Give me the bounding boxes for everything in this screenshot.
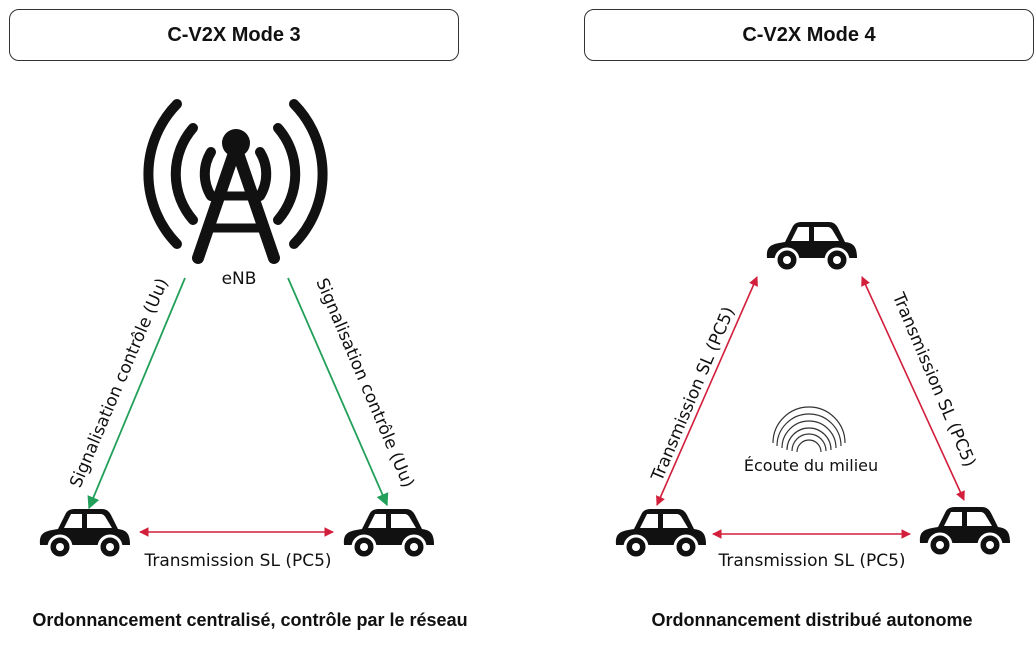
car-icon	[38, 507, 132, 560]
sidelink-mode4-right	[861, 276, 965, 501]
car-icon	[918, 505, 1012, 558]
car-icon	[765, 220, 859, 273]
control-link-left	[87, 277, 186, 510]
control-link-right-label: Signalisation contrôle (Uu)	[311, 275, 418, 490]
control-link-left-label: Signalisation contrôle (Uu)	[66, 275, 173, 490]
mode3-title: C-V2X Mode 3	[167, 23, 301, 46]
sensing-label: Écoute du milieu	[744, 456, 878, 475]
signal-waves-icon	[772, 406, 846, 453]
mode4-title-box: C-V2X Mode 4	[584, 9, 1034, 61]
mode3-caption: Ordonnancement centralisé, contrôle par …	[32, 610, 468, 630]
sidelink-mode3-label: Transmission SL (PC5)	[143, 551, 331, 571]
sidelink-mode4-left	[656, 276, 758, 506]
car-icon	[342, 507, 436, 560]
mode4-caption: Ordonnancement distribué autonome	[651, 610, 973, 630]
antenna-tower-icon	[143, 99, 328, 264]
car-icon	[614, 507, 708, 560]
sidelink-mode4-left-label: Transmission SL (PC5)	[647, 304, 739, 485]
control-link-right	[287, 277, 389, 507]
sidelink-mode4-right-label: Transmission SL (PC5)	[887, 289, 979, 470]
mode4-title: C-V2X Mode 4	[742, 23, 876, 46]
sidelink-mode4-bottom-label: Transmission SL (PC5)	[717, 551, 905, 571]
station-label: eNB	[222, 269, 257, 289]
mode3-title-box: C-V2X Mode 3	[9, 9, 459, 61]
